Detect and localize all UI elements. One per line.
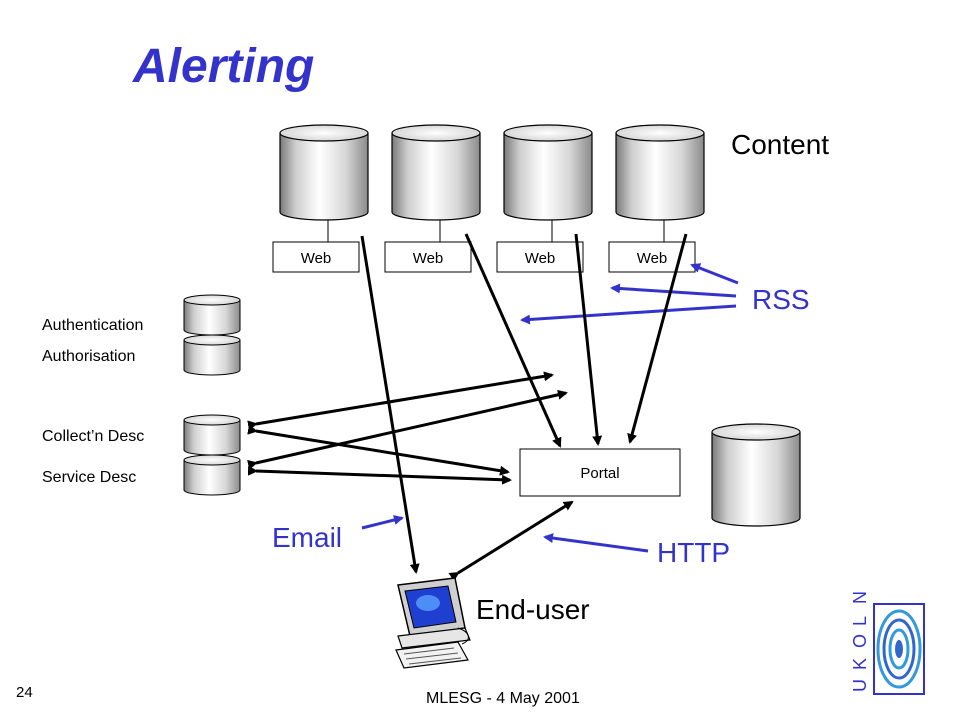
portal-user-arrow <box>448 500 574 582</box>
portal-box: Portal <box>519 448 681 497</box>
http-arrow <box>543 533 649 553</box>
end-user-label: End-user <box>476 594 590 625</box>
content-label: Content <box>731 129 829 160</box>
ukoln-swirl-icon <box>873 603 925 695</box>
authorisation-label: Authorisation <box>42 348 135 365</box>
collection-desc-label: Collect’n Desc <box>42 428 144 445</box>
service-flow-arrows <box>247 371 568 485</box>
email-label: Email <box>272 522 342 553</box>
logo-letter-u: U <box>850 679 870 692</box>
logo-letter-k: K <box>850 658 870 670</box>
authorisation-db <box>183 334 241 376</box>
page-number: 24 <box>16 684 33 701</box>
web-database-3: Web <box>496 124 593 273</box>
http-label: HTTP <box>657 537 730 568</box>
slide-title: Alerting <box>132 40 314 93</box>
web-label-4: Web <box>637 250 668 267</box>
web-database-1: Web <box>272 124 369 273</box>
email-arrow <box>361 515 404 530</box>
computer-icon <box>395 577 471 669</box>
rss-arrows <box>520 263 739 325</box>
web-label-3: Web <box>525 250 556 267</box>
portal-label: Portal <box>580 465 619 482</box>
web-label-1: Web <box>301 250 332 267</box>
rss-label: RSS <box>752 284 810 315</box>
footer-text: MLESG - 4 May 2001 <box>426 690 580 707</box>
web-database-2: Web <box>384 124 481 273</box>
ukoln-logo: U K O L N <box>850 591 925 695</box>
logo-letter-l: L <box>850 616 870 626</box>
portal-database <box>711 423 801 527</box>
service-desc-label: Service Desc <box>42 469 136 486</box>
web-label-2: Web <box>413 250 444 267</box>
service-desc-db <box>183 454 241 496</box>
collection-desc-db <box>183 414 241 456</box>
authentication-db <box>183 294 241 336</box>
logo-letter-o: O <box>850 634 870 648</box>
logo-letter-n: N <box>850 591 870 604</box>
authentication-label: Authentication <box>42 317 143 334</box>
web-database-4: Web <box>608 124 705 273</box>
